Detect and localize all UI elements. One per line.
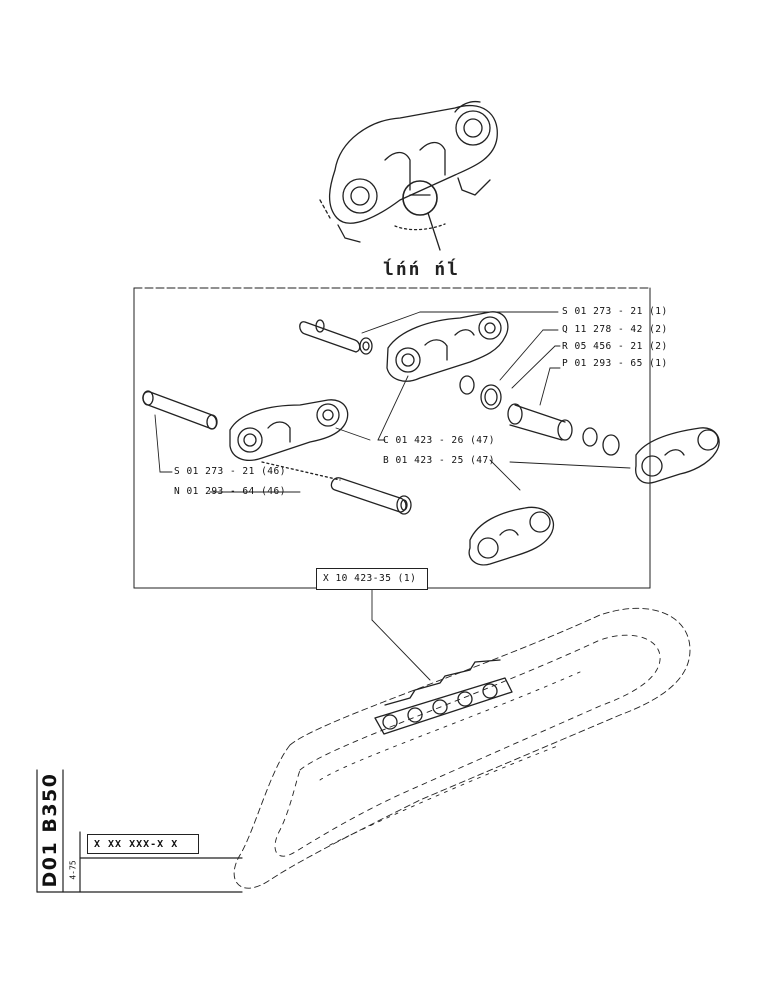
part-label-r1: R 05 456 - 21 (2) bbox=[562, 341, 668, 352]
part-label-s1: S 01 273 - 21 (1) bbox=[562, 306, 668, 317]
document-code: D01 B350 bbox=[37, 770, 63, 890]
leader-lines bbox=[154, 311, 631, 681]
part-label-p1: P 01 293 - 65 (1) bbox=[562, 358, 668, 369]
exploded-view-frame bbox=[133, 287, 651, 589]
link-detail-illustration bbox=[319, 100, 498, 251]
illustration-index-marks: ĺńń ńĺ bbox=[383, 259, 461, 280]
track-chain-segment bbox=[374, 659, 513, 735]
part-label-q1: Q 11 278 - 42 (2) bbox=[562, 324, 668, 335]
title-block bbox=[36, 769, 243, 893]
bushing-right bbox=[459, 375, 620, 456]
track-loop bbox=[233, 607, 691, 889]
pin-upper bbox=[299, 319, 373, 355]
document-date: 4-75 bbox=[66, 852, 80, 888]
assembly-label: X 10 423-35 (1) bbox=[323, 573, 417, 584]
part-number-placeholder: X XX XXX-X X bbox=[94, 839, 179, 850]
link-left bbox=[229, 399, 349, 461]
part-label-n1: N 01 293 - 64 (46) bbox=[174, 486, 286, 497]
part-number-box: X XX XXX-X X bbox=[87, 834, 199, 854]
part-label-s2: S 01 273 - 21 (46) bbox=[174, 466, 286, 477]
pin-left bbox=[142, 390, 218, 430]
pin-lower bbox=[261, 461, 412, 515]
link-upper bbox=[386, 311, 509, 382]
part-label-b1: B 01 423 - 25 (47) bbox=[383, 455, 495, 466]
document-code-text: D01 B350 bbox=[39, 772, 61, 888]
document-date-text: 4-75 bbox=[68, 860, 78, 880]
assembly-label-box: X 10 423-35 (1) bbox=[316, 568, 428, 590]
link-right bbox=[635, 427, 720, 484]
link-lower bbox=[468, 506, 555, 566]
part-label-c1: C 01 423 - 26 (47) bbox=[383, 435, 495, 446]
